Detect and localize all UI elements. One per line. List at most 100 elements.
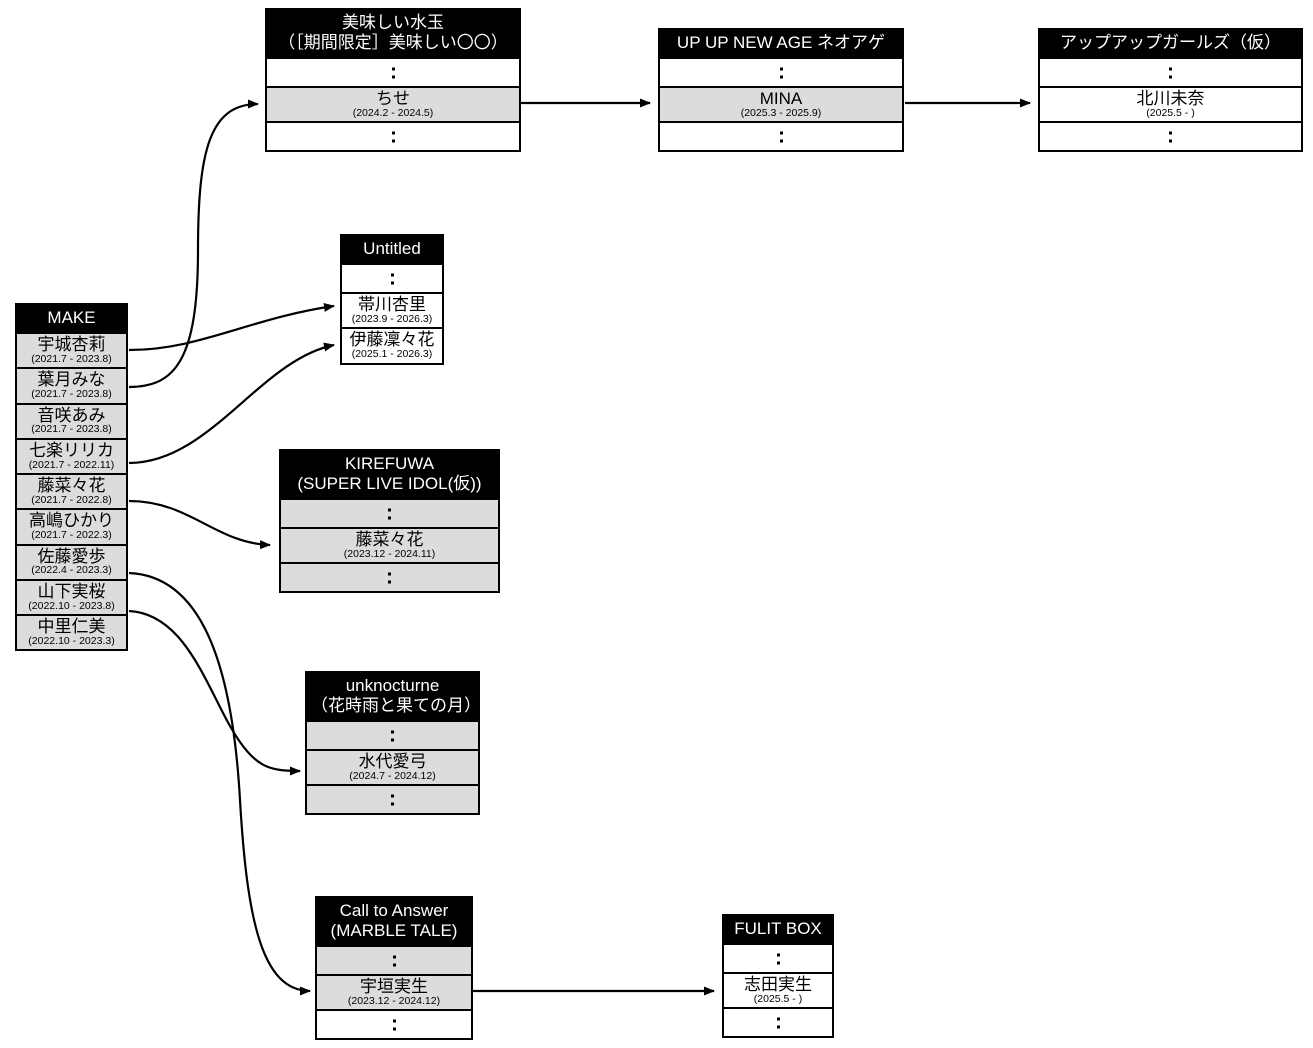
vertical-ellipsis-icon [1040,67,1301,79]
group-title-untitled: Untitled [342,236,442,264]
vertical-ellipsis-icon [1040,131,1301,143]
vertical-ellipsis-icon [724,1017,832,1029]
member-row-nakazato-hitomi[interactable]: 中里仁美 (2022.10 - 2023.3) [17,614,126,650]
member-row-kitagawa-mina[interactable]: 北川未奈 (2025.5 - ) [1040,86,1301,122]
member-row-ellipsis-top [317,945,471,975]
group-box-upup-new-age[interactable]: UP UP NEW AGE ネオアゲ MINA (2025.3 - 2025.9… [658,28,904,153]
member-span: (2021.7 - 2022.11) [28,458,115,471]
member-span: (2023.9 - 2026.3) [351,312,433,325]
member-row-ellipsis-top [724,943,832,973]
member-name: 佐藤愛歩 [37,546,106,566]
member-row-fuji-nanaka[interactable]: 藤菜々花 (2023.12 - 2024.11) [281,527,498,563]
member-name: 葉月みな [37,370,106,390]
member-row-shichiraku-ririka[interactable]: 七楽リリカ (2021.7 - 2022.11) [17,437,126,474]
member-name: ちせ [376,89,410,109]
member-name: 山下実桜 [37,581,106,601]
edge-ukishiro-to-obikawa [128,302,335,352]
member-span: (2021.7 - 2022.8) [31,493,112,506]
member-span: (2023.12 - 2024.12) [347,994,441,1007]
member-row-ukishiro-anri[interactable]: 宇城杏莉 (2021.7 - 2023.8) [17,332,126,368]
member-row-mina[interactable]: MINA (2025.3 - 2025.9) [660,86,902,122]
group-title-unknocturne: unknocturne （花時雨と果ての月） [307,673,481,721]
vertical-ellipsis-icon [724,953,832,965]
vertical-ellipsis-icon [660,67,902,79]
member-row-yamashita-mio[interactable]: 山下実桜 (2022.10 - 2023.8) [17,578,126,615]
group-box-unknocturne[interactable]: unknocturne （花時雨と果ての月） 水代愛弓 (2024.7 - 20… [305,671,481,816]
member-row-ellipsis-bottom [317,1009,471,1039]
member-span: (2024.7 - 2024.12) [349,769,436,782]
vertical-ellipsis-icon [317,955,471,967]
member-name: 帯川杏里 [358,295,426,315]
member-row-ito-ririka[interactable]: 伊藤凜々花 (2025.1 - 2026.3) [342,327,442,363]
member-row-ellipsis-bottom [267,121,519,151]
member-row-obikawa-anri[interactable]: 帯川杏里 (2023.9 - 2026.3) [342,292,442,328]
vertical-ellipsis-icon [342,273,442,285]
edge-shichiraku-to-ito [128,342,335,465]
member-name: 伊藤凜々花 [349,330,435,350]
member-name: 中里仁美 [37,617,106,637]
group-title-oishii-mizutama: 美味しい水玉 （［期間限定］美味しい〇〇） [267,10,519,58]
group-title-kirefuwa: KIREFUWA (SUPER LIVE IDOL(仮)) [281,451,498,499]
member-row-otosaki-ami[interactable]: 音咲あみ (2021.7 - 2023.8) [17,402,126,438]
member-span: (2022.4 - 2023.3) [31,564,112,577]
group-title-upup-girls: アップアップガールズ（仮） [1040,30,1301,58]
member-name: 七楽リリカ [29,440,114,460]
member-name: MINA [759,89,803,109]
member-row-mizushiro-ayumi[interactable]: 水代愛弓 (2024.7 - 2024.12) [307,749,478,785]
member-row-ellipsis-bottom [1040,121,1301,151]
group-box-oishii-mizutama[interactable]: 美味しい水玉 （［期間限定］美味しい〇〇） ちせ (2024.2 - 2024.… [265,8,521,153]
member-row-chise[interactable]: ちせ (2024.2 - 2024.5) [267,86,519,122]
member-span: (2025.5 - ) [753,992,803,1005]
member-span: (2022.10 - 2023.8) [28,599,115,612]
member-row-sato-aruku[interactable]: 佐藤愛歩 (2022.4 - 2023.3) [17,543,126,579]
member-span: (2021.7 - 2023.8) [31,423,112,436]
group-title-upup-new-age: UP UP NEW AGE ネオアゲ [660,30,902,58]
group-title-fulit-box: FULIT BOX [724,916,832,944]
vertical-ellipsis-icon [660,131,902,143]
member-name: 水代愛弓 [358,752,427,772]
member-name: 音咲あみ [37,405,106,425]
group-box-kirefuwa[interactable]: KIREFUWA (SUPER LIVE IDOL(仮)) 藤菜々花 (2023… [279,449,500,594]
member-span: (2025.1 - 2026.3) [351,348,433,361]
member-row-fuji-nanaka[interactable]: 藤菜々花 (2021.7 - 2022.8) [17,473,126,509]
vertical-ellipsis-icon [267,131,519,143]
member-name: 北川未奈 [1136,89,1205,109]
group-box-untitled[interactable]: Untitled 帯川杏里 (2023.9 - 2026.3) 伊藤凜々花 (2… [340,234,444,365]
member-span: (2022.10 - 2023.3) [28,634,115,647]
member-row-ellipsis-top [267,57,519,87]
group-box-upup-girls[interactable]: アップアップガールズ（仮） 北川未奈 (2025.5 - ) [1038,28,1303,153]
group-title-call-to-answer: Call to Answer (MARBLE TALE) [317,898,471,946]
member-row-ellipsis-top [281,498,498,528]
member-name: 宇垣実生 [360,977,428,997]
member-row-ellipsis-bottom [724,1007,832,1037]
vertical-ellipsis-icon [307,794,478,806]
edge-yamashita-to-unknocturne [128,609,301,776]
member-row-hazuki-mina[interactable]: 葉月みな (2021.7 - 2023.8) [17,367,126,403]
group-box-call-to-answer[interactable]: Call to Answer (MARBLE TALE) 宇垣実生 (2023.… [315,896,473,1041]
edge-sato-to-calltoanswer [128,571,311,996]
member-name: 高嶋ひかり [29,511,114,531]
group-box-fulit-box[interactable]: FULIT BOX 志田実生 (2025.5 - ) [722,914,834,1039]
edge-fuji-to-kirefuwa [128,499,271,550]
member-name: 藤菜々花 [37,476,106,496]
member-span: (2021.7 - 2023.8) [31,388,112,401]
member-row-ellipsis-bottom [281,562,498,592]
member-span: (2025.5 - ) [1146,106,1195,119]
vertical-ellipsis-icon [281,508,498,520]
vertical-ellipsis-icon [317,1019,471,1031]
member-row-ellipsis-bottom [660,121,902,151]
member-name: 志田実生 [744,975,812,995]
vertical-ellipsis-icon [267,67,519,79]
member-name: 宇城杏莉 [37,335,106,355]
member-row-ellipsis-top [1040,57,1301,87]
member-row-ugaki-mio[interactable]: 宇垣実生 (2023.12 - 2024.12) [317,974,471,1010]
vertical-ellipsis-icon [281,572,498,584]
member-row-ellipsis-top [660,57,902,87]
member-span: (2021.7 - 2023.8) [31,352,112,365]
group-box-make[interactable]: MAKE 宇城杏莉 (2021.7 - 2023.8) 葉月みな (2021.7… [15,303,128,652]
member-row-shida-mio[interactable]: 志田実生 (2025.5 - ) [724,972,832,1008]
member-row-ellipsis-top [307,720,478,750]
member-row-takashima-hikari[interactable]: 高嶋ひかり (2021.7 - 2022.3) [17,508,126,544]
